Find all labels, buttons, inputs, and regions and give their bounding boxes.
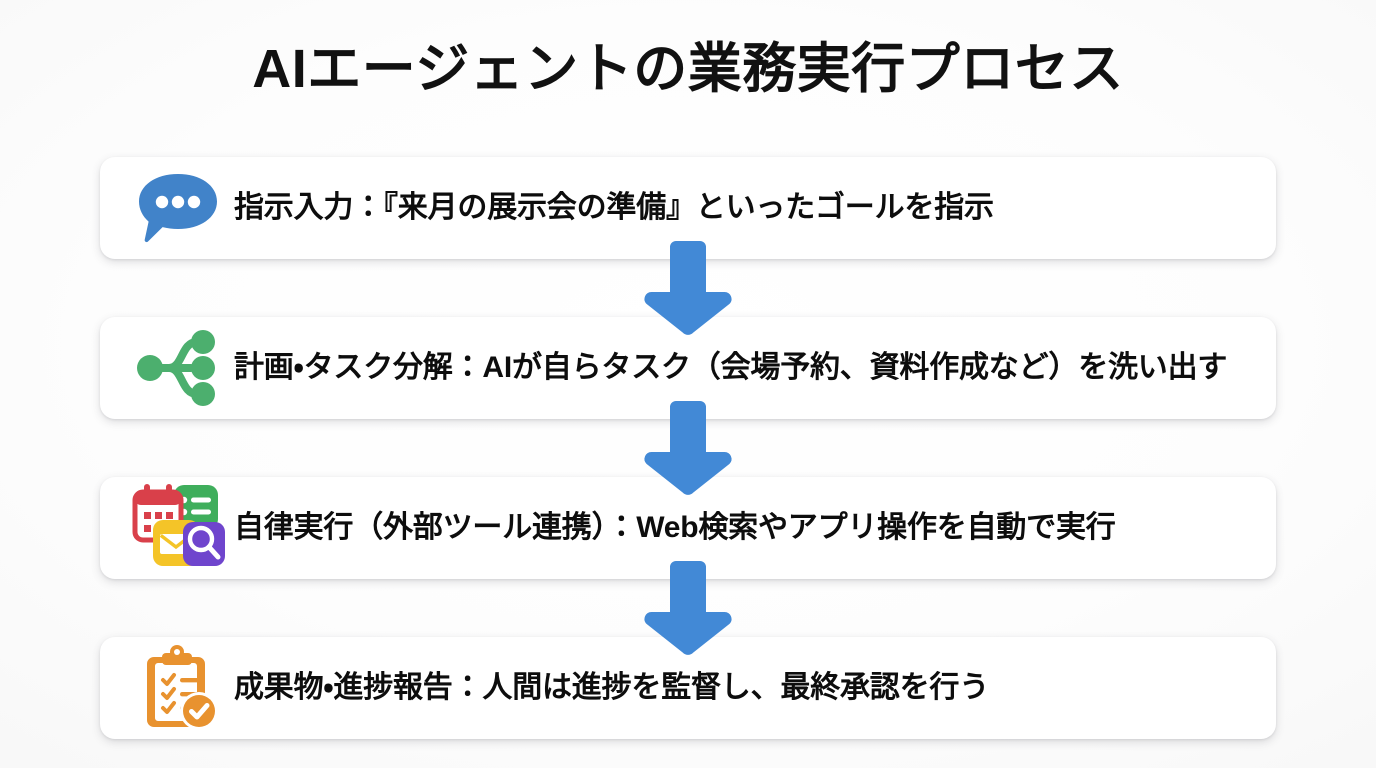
tool-cluster-icon xyxy=(126,483,230,573)
page-title: AIエージェントの業務実行プロセス xyxy=(252,39,1124,99)
process-step-label: 指示入力：『来月の展示会の準備』といったゴールを指示 xyxy=(234,191,994,224)
connector-2 xyxy=(100,401,1276,495)
connector-1 xyxy=(100,241,1276,335)
clipboard-check-icon xyxy=(126,643,230,733)
connector-3 xyxy=(100,561,1276,655)
process-flow-list: 指示入力：『来月の展示会の準備』といったゴールを指示 xyxy=(100,157,1276,739)
process-step-card-4[interactable]: 成果物・進捗報告：人間は進捗を監督し、最終承認を行う xyxy=(100,637,1276,739)
arrow-down-icon xyxy=(641,397,735,499)
process-step-label: 成果物・進捗報告：人間は進捗を監督し、最終承認を行う xyxy=(234,671,989,704)
process-step-label: 計画・タスク分解：AIが自らタスク（会場予約、資料作成など）を洗い出す xyxy=(234,351,1228,384)
arrow-down-icon xyxy=(641,557,735,659)
speech-bubble-icon xyxy=(126,163,230,253)
process-step-label: 自律実行（外部ツール連携）：Web検索やアプリ操作を自動で実行 xyxy=(234,511,1116,544)
arrow-down-icon xyxy=(641,237,735,339)
share-branch-icon xyxy=(126,323,230,413)
